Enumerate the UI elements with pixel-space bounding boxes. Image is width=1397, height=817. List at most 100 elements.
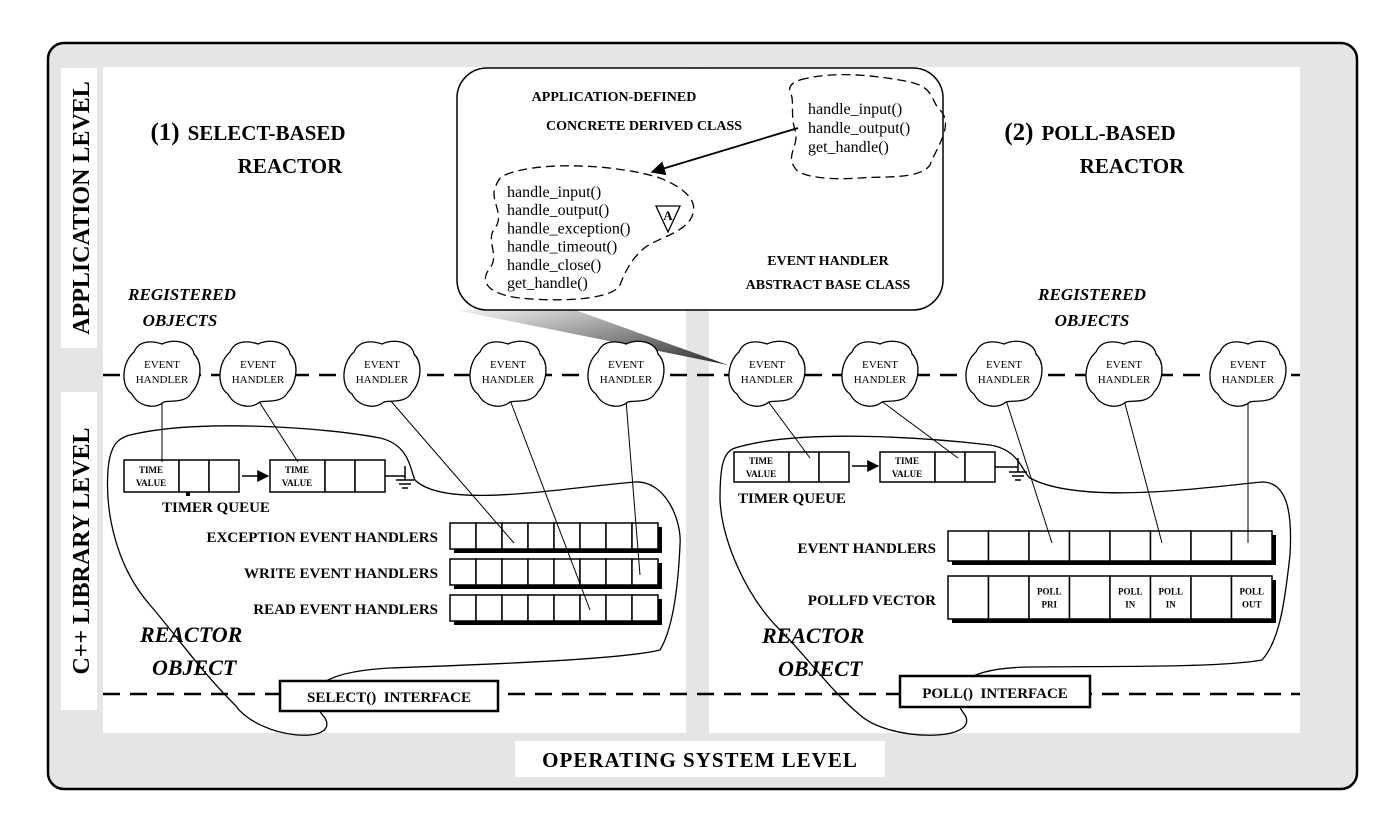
- right-title: (2)POLL-BASED: [1004, 119, 1175, 146]
- event-handler-label: HANDLER: [600, 374, 653, 386]
- left-read-cell-4: [527, 594, 555, 622]
- left-time-value-cell-1: [123, 459, 180, 493]
- left-reactor-outline: [106, 425, 681, 736]
- left-object-label: OBJECT: [152, 655, 238, 680]
- left-write-cell-7: [605, 558, 633, 586]
- event-handler-blob: EVENT HANDLER: [1209, 340, 1287, 407]
- left-registered-label: REGISTERED: [127, 285, 236, 304]
- right-event-cell-7: [1190, 530, 1233, 562]
- pollfd-cell-7: [1190, 575, 1233, 620]
- left-read-cell-2: [475, 594, 503, 622]
- method-name: handle_input(): [507, 184, 601, 201]
- concrete-class-title: APPLICATION-DEFINED: [532, 90, 697, 105]
- right-objects-label: OBJECTS: [1055, 311, 1130, 330]
- method-name: handle_close(): [507, 257, 601, 274]
- abstract-class-subtitle: ABSTRACT BASE CLASS: [746, 278, 911, 293]
- concrete-class-outline: [788, 74, 947, 180]
- right-event-cell-4: [1068, 530, 1111, 562]
- event-handler-label: EVENT: [749, 359, 785, 371]
- pollfd-cell-4: [1068, 575, 1111, 620]
- event-handler-label: EVENT: [490, 359, 526, 371]
- right-registered-label: REGISTERED: [1037, 285, 1146, 304]
- left-write-array: [449, 558, 662, 589]
- left-read-cell-6: [579, 594, 607, 622]
- left-write-cell-8: [631, 558, 659, 586]
- library-level-label: C++ LIBRARY LEVEL: [69, 428, 95, 675]
- method-name: get_handle(): [808, 139, 889, 156]
- event-handler-label: EVENT: [608, 359, 644, 371]
- pollfd-cell-label: PRI: [1042, 600, 1058, 610]
- inheritance-arrow: [650, 127, 799, 176]
- right-event-cell-1: [947, 530, 990, 562]
- svg-text:TIME: TIME: [139, 465, 163, 475]
- svg-text:TIME: TIME: [285, 465, 309, 475]
- event-handler-label: HANDLER: [482, 374, 535, 386]
- svg-text:VALUE: VALUE: [282, 478, 312, 488]
- event-handler-label: EVENT: [986, 359, 1022, 371]
- pollfd-cell-label: POLL: [1037, 587, 1062, 597]
- right-title-line2: REACTOR: [1080, 154, 1185, 178]
- event-handler-blobs: EVENT HANDLER EVENT HANDLER EVENT HANDLER EVEN…: [123, 340, 1287, 407]
- event-handler-label: EVENT: [364, 359, 400, 371]
- method-name: handle_timeout(): [507, 239, 617, 256]
- event-handler-label: HANDLER: [1098, 374, 1151, 386]
- class-hierarchy-callout: [456, 67, 944, 311]
- abstract-class-outline: [484, 165, 695, 301]
- left-exception-cell-3: [501, 522, 529, 550]
- event-handler-label: EVENT: [240, 359, 276, 371]
- left-write-cell-6: [579, 558, 607, 586]
- left-read-cell-7: [605, 594, 633, 622]
- left-write-cell-5: [553, 558, 581, 586]
- left-time-value-cell-2: [269, 459, 326, 493]
- pollfd-cell-label: OUT: [1242, 600, 1262, 610]
- event-handler-blob: EVENT HANDLER: [728, 340, 806, 407]
- event-handler-label: HANDLER: [741, 374, 794, 386]
- svg-text:TIME: TIME: [895, 456, 919, 466]
- pollfd-cell-label: POLL: [1158, 587, 1183, 597]
- left-read-cell-8: [631, 594, 659, 622]
- event-handler-label: HANDLER: [356, 374, 409, 386]
- right-event-cell-2: [987, 530, 1030, 562]
- left-read-array: [449, 594, 662, 625]
- pollfd-cell-2: [987, 575, 1030, 620]
- pollfd-cell-label: IN: [1166, 600, 1177, 610]
- event-handler-label: EVENT: [1230, 359, 1266, 371]
- left-exception-cell-4: [527, 522, 555, 550]
- pollfd-cell-5: [1109, 575, 1152, 620]
- pollfd-vector-label: POLLFD VECTOR: [808, 593, 936, 609]
- handler-connectors: [161, 399, 1249, 611]
- select-interface-label: SELECT() INTERFACE: [307, 690, 471, 706]
- event-handler-label: HANDLER: [854, 374, 907, 386]
- event-handler-blob: EVENT HANDLER: [469, 340, 547, 407]
- callout-pointer: [455, 310, 728, 365]
- right-object-label: OBJECT: [778, 656, 864, 681]
- right-timer-queue: TIME VALUE TIME VALUE: [733, 451, 1027, 483]
- right-event-cell-5: [1109, 530, 1152, 562]
- right-event-cell-8: [1230, 530, 1273, 562]
- left-exception-cell-8: [631, 522, 659, 550]
- pollfd-cell-8: [1230, 575, 1273, 620]
- pollfd-cell-label: POLL: [1118, 587, 1143, 597]
- event-handler-blob: EVENT HANDLER: [343, 340, 421, 407]
- pollfd-cell-label: POLL: [1239, 587, 1264, 597]
- select-interface-box: [278, 679, 500, 713]
- event-handler-label: HANDLER: [1222, 374, 1275, 386]
- right-event-cell-6: [1149, 530, 1192, 562]
- left-timer-queue: TIME VALUE TIME VALUE: [123, 459, 414, 496]
- event-handler-label: HANDLER: [978, 374, 1031, 386]
- left-write-label: WRITE EVENT HANDLERS: [244, 566, 438, 582]
- left-exception-label: EXCEPTION EVENT HANDLERS: [207, 530, 438, 546]
- left-exception-cell-2: [475, 522, 503, 550]
- left-write-cell-1: [449, 558, 477, 586]
- left-read-cell-5: [553, 594, 581, 622]
- method-name: handle_exception(): [507, 220, 631, 237]
- application-level-label: APPLICATION LEVEL: [69, 81, 95, 335]
- abstract-class-methods: handle_input()handle_output()handle_exce…: [507, 184, 631, 292]
- left-exception-cell-6: [579, 522, 607, 550]
- poll-interface-box: [898, 674, 1092, 709]
